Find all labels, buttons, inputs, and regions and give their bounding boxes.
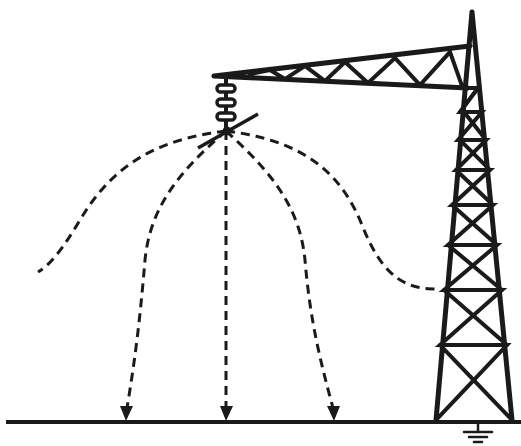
arrowhead-center bbox=[220, 406, 233, 421]
ground-symbol bbox=[462, 422, 494, 444]
field-line-arrowheads bbox=[120, 406, 340, 421]
field-line-left-outer bbox=[37, 129, 227, 274]
field-line-left-inner bbox=[125, 129, 227, 409]
field-line-right-inner bbox=[224, 129, 335, 409]
cross-arm-truss bbox=[211, 43, 473, 91]
field-line-right-outer bbox=[225, 129, 439, 291]
arrowhead-right bbox=[327, 406, 340, 421]
transmission-tower bbox=[433, 9, 515, 423]
dashed-field-lines bbox=[37, 129, 439, 409]
arrowhead-left bbox=[120, 406, 133, 421]
insulator-string bbox=[215, 76, 237, 130]
